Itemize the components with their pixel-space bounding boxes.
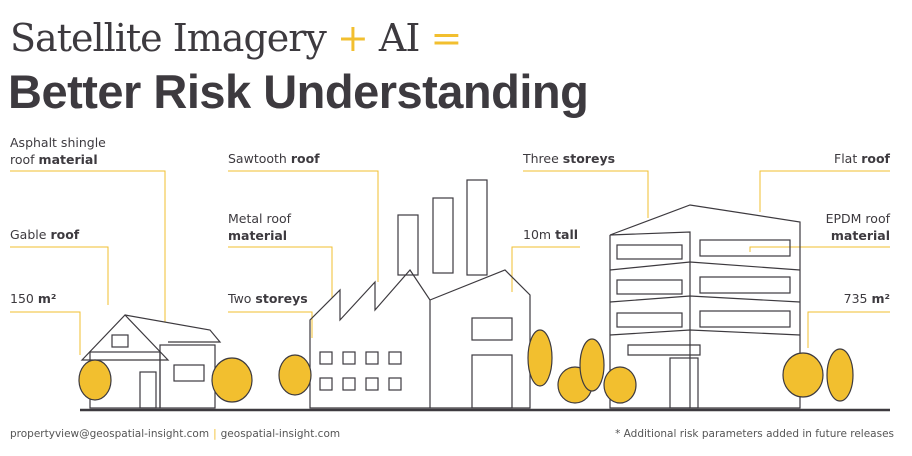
label-two-storeys: Two storeys: [228, 291, 308, 306]
label-flat-roof: Flat roof: [834, 151, 890, 166]
factory-icon: [309, 179, 531, 409]
house-icon: [80, 314, 222, 409]
email-link[interactable]: propertyview@geospatial-insight.com: [10, 428, 210, 440]
website-link[interactable]: geospatial-insight.com: [220, 428, 341, 440]
footer-contact: propertyview@geospatial-insight.com|geos…: [10, 428, 341, 440]
tree-icons: [78, 329, 854, 404]
headline-line1: Satellite Imagery + AI =: [10, 16, 462, 60]
label-sawtooth: Sawtooth roof: [228, 151, 320, 166]
label-height: 10m tall: [523, 227, 579, 242]
office-building-icon: [609, 204, 801, 409]
footer-note: * Additional risk parameters added in fu…: [615, 428, 894, 440]
headline-line2: Better Risk Understanding: [8, 65, 589, 118]
label-office-area: 735 m²: [843, 291, 890, 306]
label-three-storeys: Three storeys: [523, 151, 616, 166]
label-house-area: 150 m²: [10, 291, 57, 306]
label-gable: Gable roof: [10, 227, 80, 242]
